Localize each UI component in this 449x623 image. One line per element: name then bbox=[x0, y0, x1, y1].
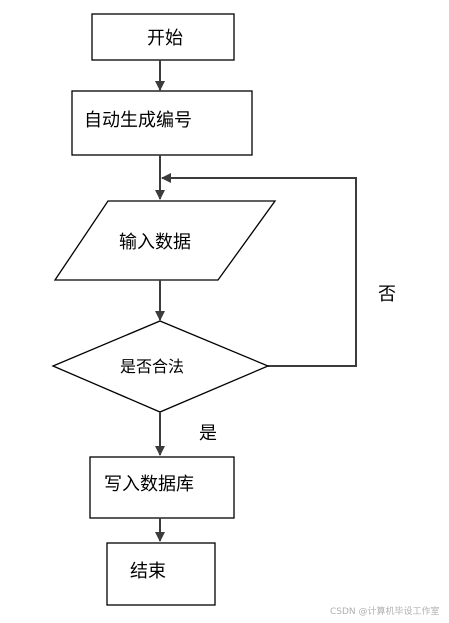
start-box bbox=[91, 13, 235, 61]
edge-no-label: 否 bbox=[378, 284, 396, 305]
edge-loop-back bbox=[161, 173, 357, 367]
generate-id-box bbox=[71, 90, 253, 156]
is-valid-label: 是否合法 bbox=[120, 357, 184, 376]
node-generate-id: 自动生成编号 bbox=[71, 90, 253, 156]
end-label: 结束 bbox=[130, 561, 166, 582]
node-write-db: 写入数据库 bbox=[89, 456, 235, 519]
edge-yes-label: 是 bbox=[199, 423, 217, 444]
input-data-label: 输入数据 bbox=[119, 232, 191, 253]
start-label: 开始 bbox=[147, 28, 183, 49]
node-is-valid: 是否合法 bbox=[51, 320, 270, 413]
node-input-data: 输入数据 bbox=[53, 200, 277, 281]
generate-id-label: 自动生成编号 bbox=[84, 110, 192, 131]
watermark-text: CSDN @计算机毕设工作室 bbox=[330, 605, 440, 617]
end-box bbox=[106, 542, 216, 606]
write-db-box bbox=[89, 456, 235, 519]
node-end: 结束 bbox=[106, 542, 216, 606]
write-db-label: 写入数据库 bbox=[104, 474, 194, 495]
input-data-shape bbox=[53, 200, 277, 281]
node-start: 开始 bbox=[91, 13, 235, 61]
